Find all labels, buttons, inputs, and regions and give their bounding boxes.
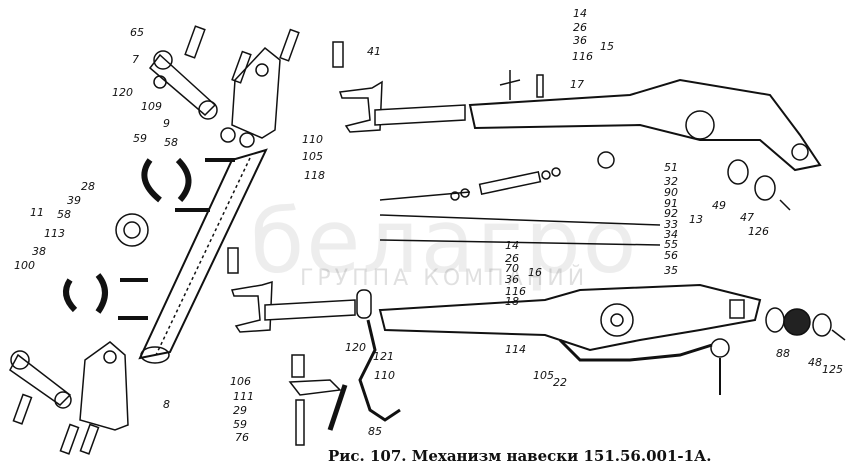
part-label: 105 xyxy=(533,369,554,382)
part-label: 110 xyxy=(374,369,395,382)
part-label: 59 xyxy=(133,132,147,145)
part-label: 116 xyxy=(505,285,526,298)
part-label: 55 xyxy=(664,238,678,251)
part-label: 29 xyxy=(233,404,247,417)
lower-link-lower xyxy=(227,159,846,352)
part-label: 100 xyxy=(14,259,35,272)
part-label: 14 xyxy=(573,7,587,20)
part-label: 38 xyxy=(32,245,46,258)
part-label: 111 xyxy=(233,390,254,403)
part-label: 49 xyxy=(712,199,726,212)
part-label: 120 xyxy=(345,341,366,354)
part-label: 36 xyxy=(505,273,519,286)
part-label: 58 xyxy=(164,136,178,149)
part-label: 110 xyxy=(302,133,323,146)
part-label: 35 xyxy=(664,264,678,277)
part-label: 18 xyxy=(505,295,519,308)
part-label: 126 xyxy=(748,225,769,238)
part-label: 7 xyxy=(132,53,139,66)
part-label: 90 xyxy=(664,186,678,199)
part-label: 33 xyxy=(664,218,678,231)
part-label: 51 xyxy=(664,161,678,174)
part-label: 17 xyxy=(570,78,584,91)
part-label: 47 xyxy=(740,211,754,224)
part-label: 36 xyxy=(573,34,587,47)
part-label: 32 xyxy=(664,175,678,188)
part-label: 22 xyxy=(553,376,567,389)
lower-link-upper xyxy=(332,41,822,172)
part-label: 41 xyxy=(367,45,381,58)
part-label: 88 xyxy=(776,347,790,360)
part-label: 118 xyxy=(304,169,325,182)
part-label: 59 xyxy=(233,418,247,431)
watermark-subtitle: ГРУППА КОМПАНИЙ xyxy=(300,266,589,291)
part-label: 26 xyxy=(573,21,587,34)
part-label: 15 xyxy=(600,40,614,53)
figure-caption: Рис. 107. Механизм навески 151.56.001-1А… xyxy=(328,447,712,465)
part-label: 8 xyxy=(163,398,170,411)
part-label: 105 xyxy=(302,150,323,163)
part-label: 28 xyxy=(81,180,95,193)
lift-arm-top xyxy=(148,25,300,148)
part-label: 16 xyxy=(528,266,542,279)
part-label: 70 xyxy=(505,262,519,275)
part-label: 116 xyxy=(572,50,593,63)
part-label: 14 xyxy=(505,239,519,252)
part-label: 13 xyxy=(689,213,703,226)
part-label: 58 xyxy=(57,208,71,221)
part-label: 120 xyxy=(112,86,133,99)
clamps xyxy=(63,157,235,320)
part-label: 113 xyxy=(44,227,65,240)
chains xyxy=(356,289,730,422)
part-label: 85 xyxy=(368,425,382,438)
part-label: 39 xyxy=(67,194,81,207)
cross-shaft xyxy=(138,148,268,364)
lift-arm-bottom xyxy=(9,341,129,455)
part-label: 76 xyxy=(235,431,249,444)
part-label: 11 xyxy=(30,206,44,219)
part-label: 34 xyxy=(664,228,678,241)
part-label: 26 xyxy=(505,252,519,265)
part-label: 106 xyxy=(230,375,251,388)
part-label: 109 xyxy=(141,100,162,113)
part-label: 56 xyxy=(664,249,678,262)
part-label: 121 xyxy=(373,350,394,363)
part-label: 9 xyxy=(163,117,170,130)
turnbuckle xyxy=(379,151,661,246)
part-label: 65 xyxy=(130,26,144,39)
bottom-pins xyxy=(288,354,348,446)
part-label: 92 xyxy=(664,207,678,220)
part-label: 114 xyxy=(505,343,526,356)
part-label: 125 xyxy=(822,363,843,376)
part-label: 48 xyxy=(808,356,822,369)
part-label: 91 xyxy=(664,197,678,210)
